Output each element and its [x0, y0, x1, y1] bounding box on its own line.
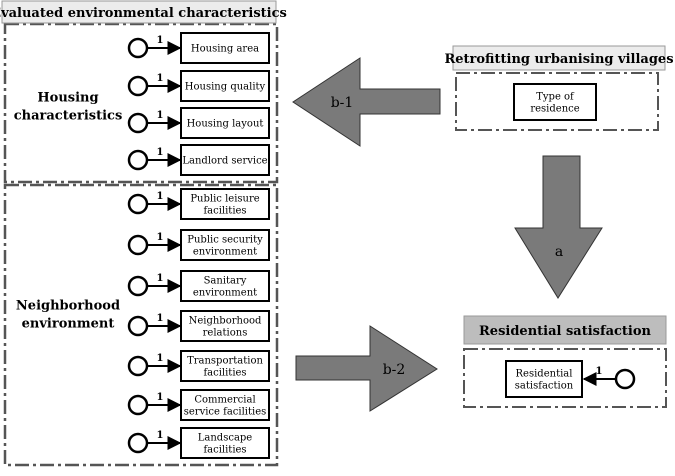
left-title-bar [1, 0, 277, 24]
factor-node-circle [127, 394, 149, 416]
factor-label: facilities [203, 368, 246, 379]
factor-label: service facilities [184, 407, 267, 418]
factor-label: environment [193, 288, 257, 299]
factor-label: Commercial [194, 395, 255, 406]
factor-weight: 1 [157, 313, 164, 324]
factor-box [180, 350, 270, 382]
factor-box [180, 144, 270, 176]
factor-label: Neighborhood [189, 316, 262, 327]
factor-label: Housing quality [185, 82, 266, 93]
left-panel-title: Evaluated environmental characteristics [0, 6, 287, 21]
factor-weight: 1 [157, 430, 164, 441]
housing-label-text: Housing [37, 91, 98, 106]
factor-node-circle [127, 193, 149, 215]
factor-label: environment [193, 247, 257, 258]
factor-node-circle [127, 234, 149, 256]
satisfaction-weight: 1 [596, 366, 603, 377]
neighborhood-label-text: environment [22, 317, 115, 332]
factor-box [180, 427, 270, 459]
arrow-a-label: a [555, 244, 563, 260]
factor-weight: 1 [157, 110, 164, 121]
factor-weight: 1 [157, 392, 164, 403]
satisfaction-node-circle [614, 368, 636, 390]
factor-label: Landlord service [182, 156, 267, 167]
neighborhood-group-label: Neighborhood environment [16, 299, 120, 332]
factor-weight: 1 [157, 232, 164, 243]
factor-node-circle [127, 112, 149, 134]
factor-node-circle [127, 275, 149, 297]
type-of-residence-box [513, 83, 597, 121]
neighborhood-group-border [3, 183, 279, 467]
arrow-a [514, 155, 603, 299]
factor-box [180, 229, 270, 261]
factor-box [180, 70, 270, 102]
factor-node-circle [127, 355, 149, 377]
factor-weight: 1 [157, 191, 164, 202]
factor-box [180, 389, 270, 421]
factor-weight: 1 [157, 35, 164, 46]
arrow-b2-label: b-2 [383, 362, 406, 378]
factor-node-circle [127, 432, 149, 454]
factor-weight: 1 [157, 147, 164, 158]
factor-node-circle [127, 75, 149, 97]
type-of-residence-text: residence [530, 104, 579, 115]
retrofit-panel-border [455, 72, 659, 131]
arrow-b2 [295, 325, 438, 412]
residential-satisfaction-text: Residential [516, 369, 573, 380]
housing-group-border [3, 22, 279, 184]
factor-label: Housing area [191, 44, 259, 55]
housing-group-label: Housing characteristics [14, 91, 123, 124]
factor-node-circle [127, 315, 149, 337]
factor-box [180, 310, 270, 342]
factor-label: Public leisure [190, 194, 259, 205]
factor-weight: 1 [157, 73, 164, 84]
retrofit-title-bar [452, 45, 666, 71]
factor-box [180, 32, 270, 64]
factor-node-circle [127, 37, 149, 59]
factor-label: Transportation [187, 356, 263, 367]
factor-label: facilities [203, 206, 246, 217]
factor-label: Landscape [198, 433, 253, 444]
satisfaction-panel-border [463, 348, 667, 408]
factor-box [180, 270, 270, 302]
factor-weight: 1 [157, 273, 164, 284]
factor-label: facilities [203, 445, 246, 456]
factor-label: Sanitary [204, 276, 247, 287]
type-of-residence-text: Type of [536, 92, 575, 103]
neighborhood-label-text: Neighborhood [16, 299, 120, 314]
factor-box [180, 188, 270, 220]
factor-node-circle [127, 149, 149, 171]
residential-satisfaction-box [505, 360, 583, 398]
housing-label-text: characteristics [14, 109, 123, 124]
factor-label: Public security [187, 235, 263, 246]
factor-label: relations [203, 328, 248, 339]
satisfaction-panel-title: Residential satisfaction [479, 324, 652, 339]
factor-label: Housing layout [187, 119, 264, 130]
factor-box [180, 107, 270, 139]
arrow-b1 [292, 57, 441, 147]
retrofit-panel-title: Retrofitting urbanising villages [444, 52, 673, 67]
arrow-b1-label: b-1 [331, 95, 354, 111]
satisfaction-title-bar [463, 315, 667, 345]
residential-satisfaction-text: satisfaction [515, 381, 574, 392]
factor-weight: 1 [157, 353, 164, 364]
